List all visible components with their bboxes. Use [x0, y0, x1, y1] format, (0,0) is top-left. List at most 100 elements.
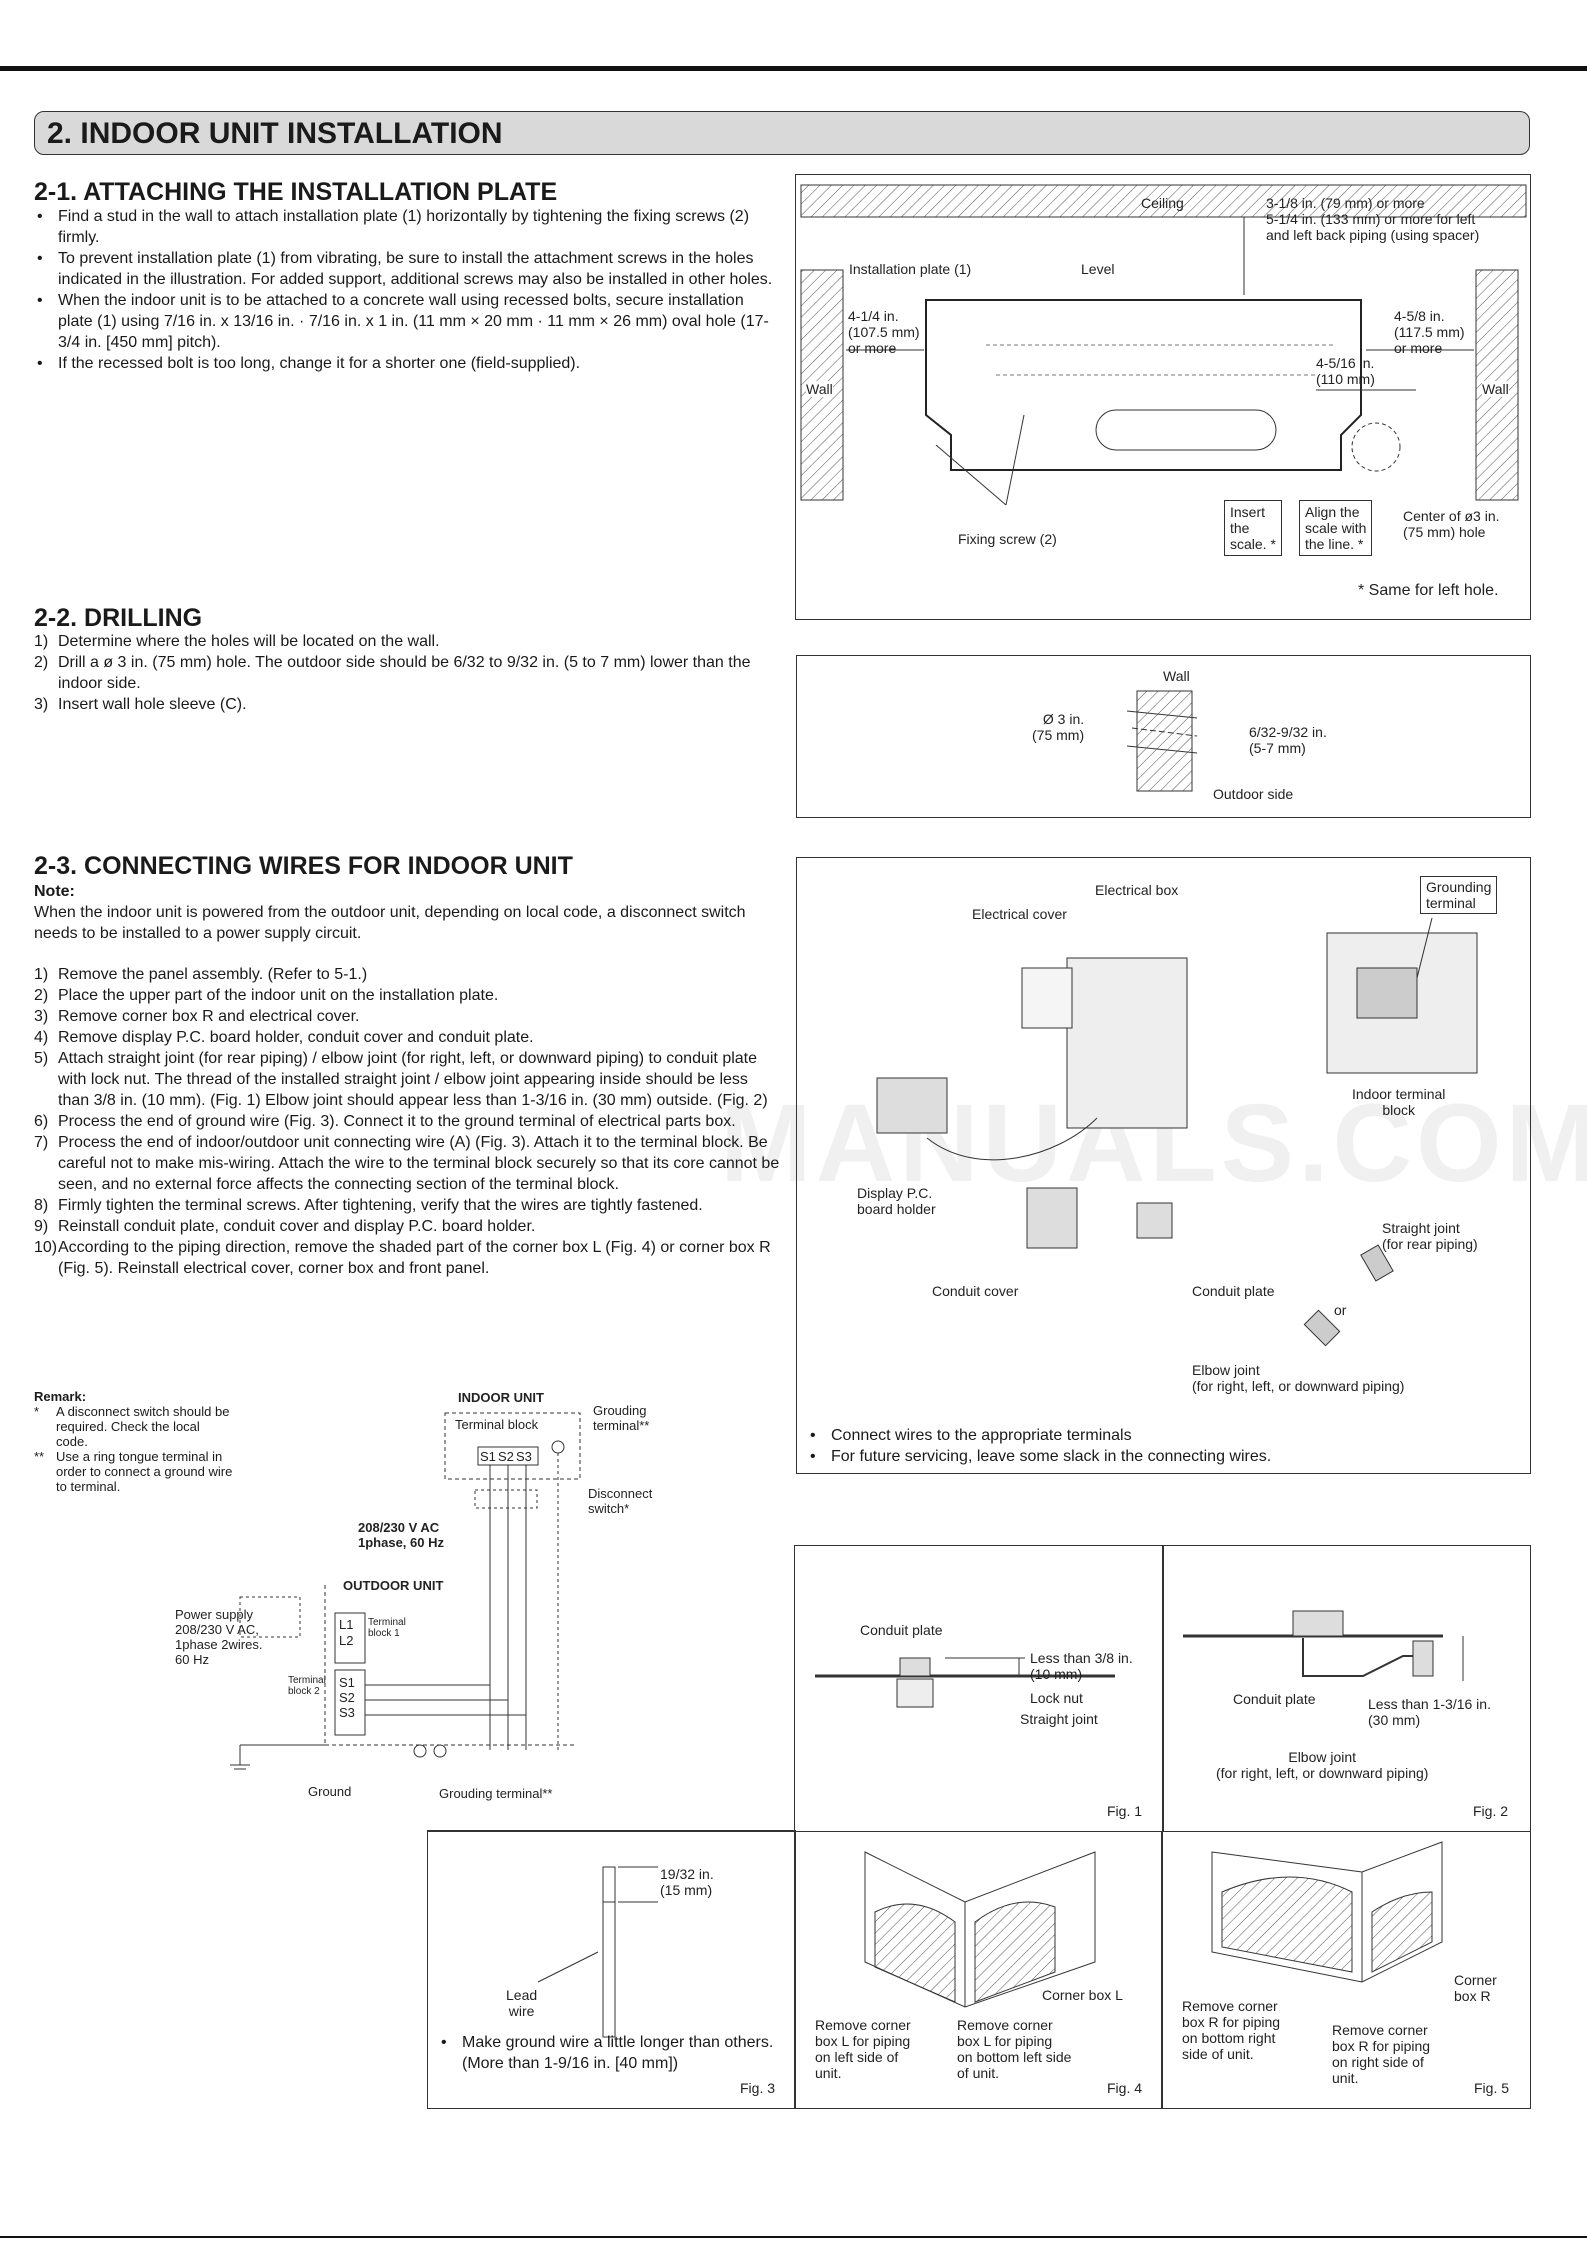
list-item: 8)Firmly tighten the terminal screws. Af… — [34, 1197, 703, 1214]
label-grounding-terminal: Grounding terminal — [1420, 876, 1498, 914]
list-item: To prevent installation plate (1) from v… — [34, 248, 780, 290]
label-terminal-block-2: Terminal block 2 — [288, 1675, 326, 1697]
fig4-label-corner-box: Corner box L — [1042, 1987, 1123, 2003]
list-item: 2)Place the upper part of the indoor uni… — [34, 987, 499, 1004]
list-item: 1)Determine where the holes will be loca… — [34, 633, 440, 650]
label-s3: S3 — [516, 1449, 532, 1464]
note-text: When the indoor unit is powered from the… — [34, 904, 746, 942]
fig1-label-lock-nut: Lock nut — [1030, 1690, 1083, 1706]
label-hole-diameter: Ø 3 in. (75 mm) — [1032, 711, 1085, 743]
fig-2-caption: Fig. 2 — [1473, 1803, 1509, 1819]
wiring-drawing — [876, 917, 1478, 1347]
list-item: Connect wires to the appropriate termina… — [807, 1425, 1517, 1446]
remark: Remark: *A disconnect switch should be r… — [34, 1389, 234, 1494]
label-indoor-terminal-block: Indoor terminal block — [1352, 1086, 1446, 1118]
fig-3-drawing — [537, 1866, 658, 2038]
label-electrical-cover: Electrical cover — [972, 906, 1067, 922]
fig-3: 19/32 in. (15 mm) Lead wire Make ground … — [427, 1831, 796, 2109]
s23-text: Note: When the indoor unit is powered fr… — [34, 881, 780, 1279]
label-wall: Wall — [1163, 668, 1190, 684]
top-rule — [0, 66, 1587, 71]
fig-5: Corner box R Remove corner box R for pip… — [1161, 1831, 1531, 2109]
label-or: or — [1334, 1302, 1347, 1318]
label-elbow-joint: Elbow joint (for right, left, or downwar… — [1192, 1362, 1405, 1394]
fig-1-drawing — [815, 1657, 1115, 1708]
fig2-label-less-than: Less than 1-3/16 in. (30 mm) — [1368, 1696, 1491, 1728]
label-fixing-screw: Fixing screw (2) — [958, 531, 1057, 547]
bottom-rule — [0, 2236, 1587, 2238]
heading-2-1: 2-1. ATTACHING THE INSTALLATION PLATE — [34, 178, 558, 206]
label-level: Level — [1081, 261, 1115, 277]
fig-5-caption: Fig. 5 — [1474, 2080, 1510, 2096]
list-item: 5)Attach straight joint (for rear piping… — [34, 1050, 768, 1109]
remark-item: **Use a ring tongue terminal in order to… — [34, 1449, 233, 1494]
wiring-figure: Electrical box Electrical cover Groundin… — [796, 857, 1531, 1474]
label-right-dimension: 4-5/8 in. (117.5 mm) or more — [1394, 308, 1465, 356]
fig2-label-conduit-plate: Conduit plate — [1233, 1691, 1316, 1707]
label-voltage: 208/230 V AC 1phase, 60 Hz — [358, 1520, 444, 1550]
list-item: 4)Remove display P.C. board holder, cond… — [34, 1029, 534, 1046]
label-top-dimension: 3-1/8 in. (79 mm) or more 5-1/4 in. (133… — [1266, 195, 1480, 243]
label-s3-outdoor: S3 — [339, 1705, 355, 1720]
list-item: 6)Process the end of ground wire (Fig. 3… — [34, 1113, 736, 1130]
list-item: 2)Drill a ø 3 in. (75 mm) hole. The outd… — [34, 654, 751, 692]
list-item: 7)Process the end of indoor/outdoor unit… — [34, 1134, 780, 1193]
fig1-label-conduit-plate: Conduit plate — [860, 1622, 943, 1638]
label-electrical-box: Electrical box — [1095, 882, 1179, 898]
fig-2-drawing — [1183, 1610, 1464, 1681]
fig1-label-less-than: Less than 3/8 in. (10 mm) — [1030, 1650, 1133, 1682]
label-same-left-hole: * Same for left hole. — [1358, 582, 1499, 599]
fig4-label-bottom-left: Remove corner box L for piping on bottom… — [957, 2017, 1072, 2081]
fig5-label-corner-box: Corner box R — [1454, 1972, 1497, 2004]
label-straight-joint: Straight joint (for rear piping) — [1382, 1220, 1478, 1252]
label-terminal-block-1: Terminal block 1 — [368, 1617, 406, 1639]
label-indoor-unit: INDOOR UNIT — [458, 1390, 544, 1405]
s21-text: Find a stud in the wall to attach instal… — [34, 206, 780, 374]
label-s2-outdoor: S2 — [339, 1690, 355, 1705]
section-title: 2. INDOOR UNIT INSTALLATION — [34, 111, 1530, 155]
label-wall-right: Wall — [1482, 381, 1509, 397]
label-align-scale: Align the scale with the line. * — [1299, 500, 1373, 556]
label-grouding-terminal: Grouding terminal** — [593, 1403, 650, 1433]
installation-plate-figure: Ceiling 3-1/8 in. (79 mm) or more 5-1/4 … — [795, 174, 1531, 620]
fig-2: Conduit plate Less than 1-3/16 in. (30 m… — [1162, 1545, 1531, 1832]
label-drop-dimension: 6/32-9/32 in. (5-7 mm) — [1249, 724, 1327, 756]
label-s2: S2 — [498, 1449, 514, 1464]
fig3-note: Make ground wire a little longer than ot… — [438, 2032, 788, 2074]
list-item: If the recessed bolt is too long, change… — [34, 353, 780, 374]
figures-grid: Conduit plate Less than 3/8 in. (10 mm) … — [427, 1545, 1531, 1939]
label-insert-scale: Insert the scale. * — [1224, 500, 1282, 556]
fig-4-caption: Fig. 4 — [1107, 2080, 1143, 2096]
list-item: Make ground wire a little longer than ot… — [438, 2032, 788, 2074]
label-ground: Ground — [308, 1784, 352, 1799]
fig-5-drawing — [1211, 1841, 1443, 1983]
label-center-dimension: 4-5/16 in. (110 mm) — [1316, 355, 1375, 387]
list-item: 3)Remove corner box R and electrical cov… — [34, 1008, 360, 1025]
fig5-label-bottom-right: Remove corner box R for piping on bottom… — [1182, 1998, 1281, 2062]
fig1-label-straight-joint: Straight joint — [1020, 1711, 1098, 1727]
label-s1: S1 — [480, 1449, 496, 1464]
label-l1: L1 — [339, 1617, 354, 1632]
label-power-supply: Power supply 208/230 V AC, 1phase 2wires… — [175, 1607, 263, 1667]
list-item: 3)Insert wall hole sleeve (C). — [34, 696, 247, 713]
fig-1-caption: Fig. 1 — [1107, 1803, 1143, 1819]
list-item: 1)Remove the panel assembly. (Refer to 5… — [34, 966, 368, 983]
label-outdoor-unit: OUTDOOR UNIT — [343, 1578, 444, 1593]
label-installation-plate: Installation plate (1) — [849, 261, 972, 277]
fig-3-caption: Fig. 3 — [740, 2080, 776, 2096]
fig5-label-right-side: Remove corner box R for piping on right … — [1332, 2022, 1431, 2086]
wiring-schematic: INDOOR UNIT Terminal block Grouding term… — [175, 1385, 680, 1805]
label-conduit-cover: Conduit cover — [932, 1283, 1019, 1299]
label-center-hole: Center of ø3 in. (75 mm) hole — [1403, 508, 1500, 540]
label-conduit-plate: Conduit plate — [1192, 1283, 1275, 1299]
fig3-label-lead-wire: Lead wire — [506, 1987, 538, 2019]
remark-title: Remark: — [34, 1389, 87, 1404]
s22-text: 1)Determine where the holes will be loca… — [34, 631, 780, 715]
fig2-label-elbow-joint: Elbow joint (for right, left, or downwar… — [1216, 1749, 1429, 1781]
list-item: When the indoor unit is to be attached t… — [34, 290, 780, 353]
label-ceiling: Ceiling — [1141, 195, 1184, 211]
label-terminal-block: Terminal block — [455, 1417, 539, 1432]
remark-item: *A disconnect switch should be required.… — [34, 1404, 230, 1449]
label-display-board-holder: Display P.C. board holder — [857, 1185, 936, 1217]
label-s1-outdoor: S1 — [339, 1675, 355, 1690]
